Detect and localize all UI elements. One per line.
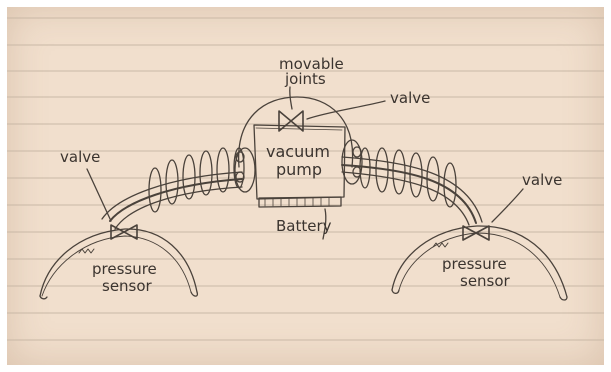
valve-left-label: valve — [60, 150, 100, 165]
left-joint — [235, 148, 255, 192]
notebook-paper: movable joints valve valve valve vacuum … — [7, 7, 604, 365]
pressure-sensor-left-label: pressure sensor — [92, 261, 157, 295]
pressure-sensor-right-line1: pressure — [442, 256, 510, 273]
vacuum-pump-line1: vacuum — [266, 143, 330, 161]
right-sensor-mark — [433, 243, 448, 247]
vacuum-pump-label: vacuum pump — [266, 143, 330, 179]
pressure-sensor-right-line2: sensor — [442, 273, 510, 290]
valve-left-leader — [87, 169, 111, 221]
movable-joints-leader — [290, 87, 292, 109]
valve-right-label: valve — [522, 173, 562, 188]
battery-label: Battery — [276, 219, 332, 234]
valve-center-label: valve — [390, 91, 430, 106]
valve-center-leader — [307, 101, 385, 119]
movable-joints-label: movable joints — [279, 57, 344, 87]
center-valve — [279, 111, 303, 131]
pressure-sensor-left-line2: sensor — [92, 278, 157, 295]
movable-joints-line2: joints — [279, 72, 344, 87]
pressure-sensor-right-label: pressure sensor — [442, 256, 510, 290]
vacuum-pump-line2: pump — [266, 161, 330, 179]
pressure-sensor-left-line1: pressure — [92, 261, 157, 278]
left-sensor-mark — [79, 249, 94, 253]
left-tube — [102, 172, 242, 219]
